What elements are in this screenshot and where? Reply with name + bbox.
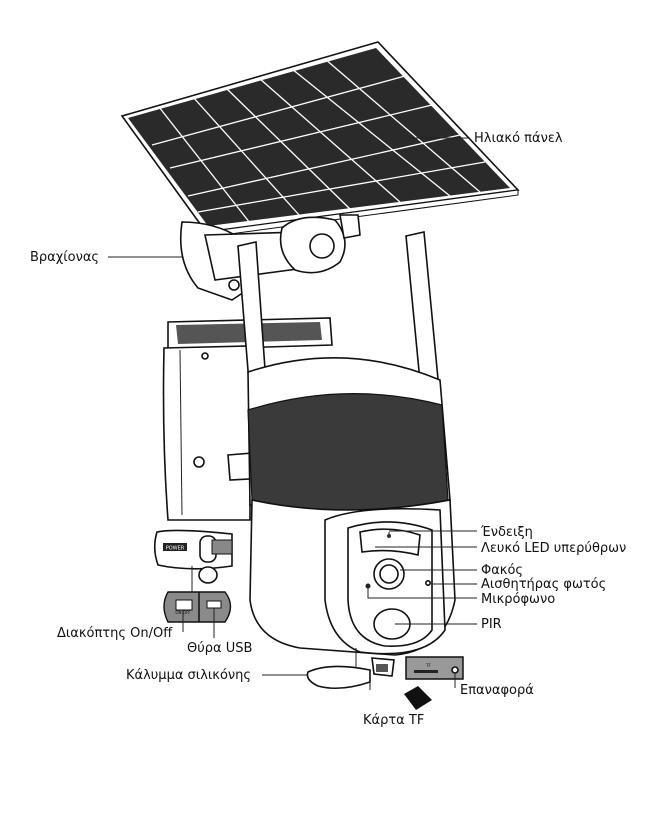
tf-card-icon [404, 686, 432, 710]
label-reset: Επαναφορά [460, 683, 534, 698]
label-solar-panel: Ηλιακό πάνελ [474, 131, 563, 146]
label-tf-card: Κάρτα TF [363, 713, 424, 728]
tf-marking: TF [425, 663, 431, 668]
label-light-sensor: Αισθητήρας φωτός [481, 577, 606, 592]
label-silicone-cover: Κάλυμμα σιλικόνης [126, 668, 251, 683]
label-microphone: Μικρόφωνο [481, 592, 555, 607]
label-ir-white-led: Λευκό LED υπερύθρων [481, 541, 626, 556]
power-label: POWER [166, 546, 185, 552]
label-indicator: Ένδειξη [480, 525, 533, 540]
camera-body [227, 357, 456, 656]
label-usb-port: Θύρα USB [187, 641, 252, 656]
leader-lines [108, 137, 477, 688]
bottom-components: TF [306, 648, 464, 710]
label-lens: Φακός [481, 563, 523, 578]
label-pir: PIR [481, 617, 502, 632]
label-power-switch: Διακόπτης On/Off [57, 626, 173, 641]
bracket [179, 214, 361, 301]
solar-panel [120, 41, 520, 238]
label-bracket: Βραχίονας [30, 250, 99, 265]
power-port-detail: POWER ON OFF [153, 529, 233, 623]
